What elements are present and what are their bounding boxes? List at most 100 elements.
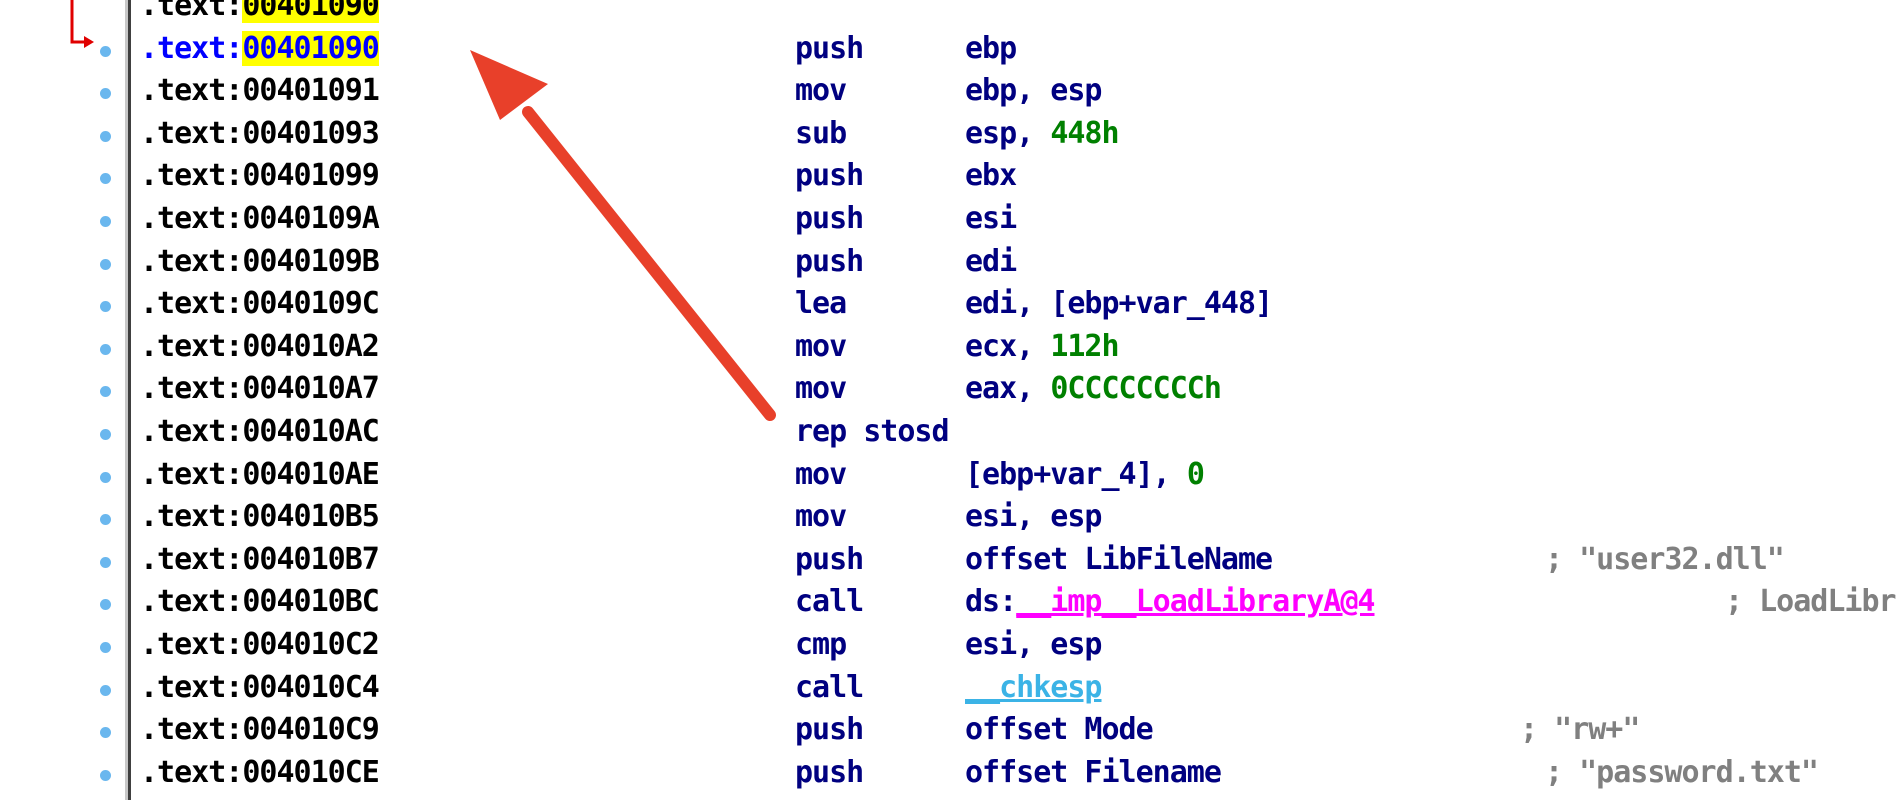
address[interactable]: .text:00401093 <box>140 113 380 155</box>
instruction-mnemonic[interactable]: mov <box>795 499 847 535</box>
address-offset[interactable]: 0040109A <box>242 201 379 236</box>
instruction-operands[interactable]: offset Filename <box>965 752 1222 794</box>
address[interactable]: .text:004010B7 <box>140 539 380 581</box>
address-offset[interactable]: 004010BC <box>242 584 379 620</box>
instruction-operands[interactable]: offset LibFileName <box>965 539 1273 581</box>
instruction-mnemonic[interactable]: mov <box>795 73 847 109</box>
address[interactable]: .text:004010A7 <box>140 368 380 410</box>
instruction-operands[interactable]: ebx <box>965 155 1017 197</box>
address[interactable]: .text:004010BC <box>140 581 380 623</box>
address-offset[interactable]: 00401099 <box>242 158 379 194</box>
operand-symbol[interactable]: _fopen <box>965 797 1068 800</box>
instruction-mnemonic[interactable]: push <box>795 201 864 236</box>
address[interactable]: .text:004010AE <box>140 454 380 496</box>
listing-line[interactable]: .text:00401099 push ebx <box>0 155 1896 197</box>
instruction-operands[interactable]: ds:__imp__LoadLibraryA@4 <box>965 581 1375 623</box>
address-offset[interactable]: 00401090 <box>242 30 380 66</box>
instruction-operands[interactable]: offset Mode <box>965 709 1154 751</box>
instruction-operands[interactable]: ebp <box>965 28 1017 70</box>
operand-symbol[interactable]: __imp__LoadLibraryA@4 <box>1016 584 1375 620</box>
instruction-mnemonic[interactable]: push <box>795 158 864 194</box>
instruction-operands[interactable]: __chkesp <box>965 667 1102 709</box>
listing-line[interactable]: .text:004010BC call ds:__imp__LoadLibraryA… <box>0 581 1896 623</box>
instruction-mnemonic[interactable]: call <box>795 584 864 620</box>
instruction-mnemonic[interactable]: push <box>795 243 864 279</box>
address[interactable]: .text:004010C9 <box>140 709 380 751</box>
instruction-operands[interactable]: _fopen <box>965 794 1068 800</box>
address-offset[interactable]: 00401091 <box>242 73 379 109</box>
address-offset[interactable]: 00401090 <box>242 0 380 23</box>
instruction-mnemonic[interactable]: mov <box>795 456 847 492</box>
instruction-mnemonic[interactable]: mov <box>795 371 847 407</box>
listing-line[interactable]: .text:004010B5 mov esi, esp <box>0 496 1896 538</box>
address-offset[interactable]: 0040109B <box>242 243 379 279</box>
listing-line[interactable]: .text:004010C2 cmp esi, esp <box>0 624 1896 666</box>
address-offset[interactable]: 0040109C <box>242 286 379 322</box>
address[interactable]: .text:004010D3 <box>140 794 380 800</box>
instruction-mnemonic[interactable]: push <box>795 30 864 66</box>
instruction-operands[interactable]: ecx, 112h <box>965 326 1120 368</box>
instruction-mnemonic[interactable]: rep stosd <box>795 414 950 449</box>
address-offset[interactable]: 004010AE <box>242 456 379 492</box>
address-offset[interactable]: 004010C9 <box>242 712 379 748</box>
instruction-operands[interactable]: eax, 0CCCCCCCCh <box>965 368 1222 410</box>
instruction-mnemonic[interactable]: call <box>795 794 864 800</box>
listing-line[interactable]: .text:0040109A push esi <box>0 198 1896 240</box>
address[interactable]: .text:00401090 <box>140 28 380 70</box>
address[interactable]: .text:004010AC <box>140 411 380 453</box>
listing-line[interactable]: .text:0040109B push edi <box>0 241 1896 283</box>
instruction-operands[interactable]: [ebp+var_4], 0 <box>965 454 1205 496</box>
listing-line[interactable]: .text:00401091 mov ebp, esp <box>0 70 1896 112</box>
instruction-mnemonic[interactable]: push <box>795 754 864 790</box>
instruction-mnemonic[interactable]: mov <box>795 328 847 364</box>
address[interactable]: .text:004010CE <box>140 752 380 794</box>
address-offset[interactable]: 004010B5 <box>242 499 379 535</box>
address[interactable]: .text:004010C2 <box>140 624 380 666</box>
instruction-operands[interactable]: esi, esp <box>965 624 1102 666</box>
listing-line[interactable]: .text:0040109C lea edi, [ebp+var_448] <box>0 283 1896 325</box>
instruction-mnemonic[interactable]: push <box>795 712 864 748</box>
listing-line[interactable]: .text:00401090 <box>0 0 1896 27</box>
instruction-operands[interactable]: ebp, esp <box>965 70 1102 112</box>
address-offset[interactable]: 004010C4 <box>242 669 379 705</box>
listing-line[interactable]: .text:004010A2 mov ecx, 112h <box>0 326 1896 368</box>
instruction-mnemonic[interactable]: call <box>795 669 864 705</box>
address-offset[interactable]: 004010C2 <box>242 627 379 662</box>
listing-line[interactable]: .text:004010C4 call __chkesp <box>0 667 1896 709</box>
instruction-mnemonic[interactable]: push <box>795 541 864 577</box>
listing-line[interactable]: .text:004010AE mov [ebp+var_4], 0 <box>0 454 1896 496</box>
address-offset[interactable]: 004010A7 <box>242 371 379 407</box>
instruction-operands[interactable]: edi <box>965 241 1017 283</box>
instruction-operands[interactable]: esi, esp <box>965 496 1102 538</box>
listing-line[interactable]: .text:00401093 sub esp, 448h <box>0 113 1896 155</box>
listing-line[interactable]: .text:00401090 push ebp <box>0 28 1896 70</box>
instruction-operands[interactable]: esp, 448h <box>965 113 1120 155</box>
address-offset[interactable]: 004010AC <box>242 414 379 449</box>
listing-line[interactable]: .text:004010D3 call _fopen <box>0 794 1896 800</box>
address[interactable]: .text:00401091 <box>140 70 380 112</box>
address[interactable]: .text:0040109A <box>140 198 380 240</box>
listing-line[interactable]: .text:004010A7 mov eax, 0CCCCCCCCh <box>0 368 1896 410</box>
address-offset[interactable]: 004010CE <box>242 754 379 790</box>
instruction-operands[interactable]: edi, [ebp+var_448] <box>965 283 1273 325</box>
listing-line[interactable]: .text:004010AC rep stosd <box>0 411 1896 453</box>
address[interactable]: .text:004010A2 <box>140 326 380 368</box>
address[interactable]: .text:004010C4 <box>140 667 380 709</box>
instruction-mnemonic[interactable]: sub <box>795 115 847 151</box>
instruction-mnemonic[interactable]: lea <box>795 286 847 322</box>
address[interactable]: .text:0040109B <box>140 241 380 283</box>
instruction-operands[interactable]: esi <box>965 198 1017 240</box>
address-offset[interactable]: 00401093 <box>242 115 379 151</box>
address-offset[interactable]: 004010D3 <box>242 797 379 800</box>
address[interactable]: .text:00401099 <box>140 155 380 197</box>
address-offset[interactable]: 004010A2 <box>242 328 379 364</box>
address[interactable]: .text:0040109C <box>140 283 380 325</box>
operand-symbol[interactable]: __chkesp <box>965 669 1102 705</box>
address-offset[interactable]: 004010B7 <box>242 541 379 577</box>
address[interactable]: .text:00401090 <box>140 0 380 27</box>
address[interactable]: .text:004010B5 <box>140 496 380 538</box>
instruction-mnemonic[interactable]: cmp <box>795 627 847 662</box>
